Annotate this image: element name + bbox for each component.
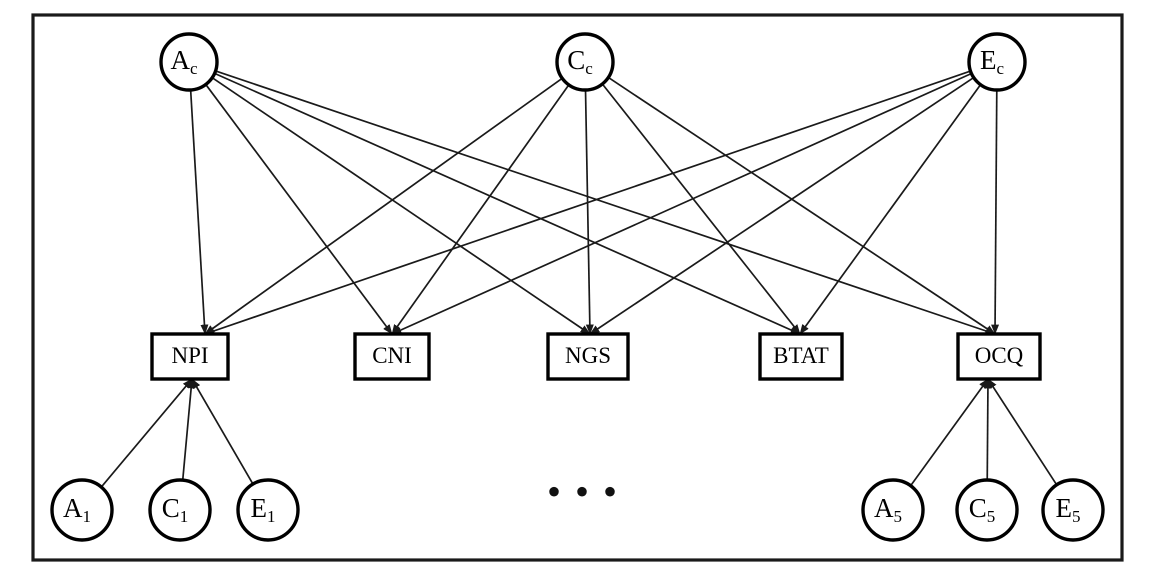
indicator-node-BTAT: BTAT [758,332,844,381]
indicator-box-NGS [546,332,630,381]
specific-factor-edges [100,378,1058,488]
latent-circle-Ec [967,32,1027,92]
indicator-box-BTAT [758,332,844,381]
figure-border [31,13,1124,562]
edge-Ac-to-NPI [189,89,209,335]
latent-node-C1: C1 [148,478,212,542]
common-factor-edges [189,70,1000,335]
edge-Ac-to-BTAT [214,72,801,335]
edge-Ec-to-BTAT [799,84,982,335]
edge-E5-to-OCQ [987,378,1058,486]
edge-Cc-to-CNI [391,84,570,335]
edge-Ec-to-NGS [589,76,975,335]
latent-circle-E5 [1041,478,1105,542]
latent-node-C5: C5 [955,478,1019,542]
latent-node-E5: E5 [1041,478,1105,542]
indicator-box-OCQ [956,332,1042,381]
ellipsis-indicator: • • • [547,469,619,514]
latent-circle-A1 [50,478,114,542]
edge-A5-to-OCQ [909,378,989,487]
latent-node-A1: A1 [50,478,114,542]
indicator-node-NPI: NPI [150,332,230,381]
edge-Ac-to-CNI [205,83,393,335]
edge-Cc-to-OCQ [607,76,996,335]
indicator-node-OCQ: OCQ [956,332,1042,381]
indicator-box-NPI [150,332,230,381]
indicator-node-CNI: CNI [353,332,431,381]
edge-C5-to-OCQ [983,378,992,481]
latent-circle-C5 [955,478,1019,542]
latent-circle-E1 [236,478,300,542]
indicator-box-CNI [353,332,431,381]
indicator-node-NGS: NGS [546,332,630,381]
indicator-label-NGS: NGS [565,343,611,368]
indicator-label-CNI: CNI [372,343,412,368]
latent-circle-A5 [861,478,925,542]
latent-node-A5: A5 [861,478,925,542]
edge-Ec-to-NPI [204,70,971,335]
indicator-label-BTAT: BTAT [773,343,829,368]
edge-Ac-to-OCQ [215,70,996,335]
latent-node-E1: E1 [236,478,300,542]
latent-circle-Ac [159,32,219,92]
edge-Ec-to-OCQ [991,89,1000,335]
latent-node-Ac: Ac [159,32,219,92]
indicator-label-OCQ: OCQ [975,343,1024,368]
latent-node-Cc: Cc [555,32,615,92]
edge-E1-to-NPI [191,378,254,485]
edge-Cc-to-BTAT [601,83,801,335]
latent-circle-Cc [555,32,615,92]
edge-Ec-to-CNI [391,72,972,335]
edge-Cc-to-NPI [204,77,563,335]
edge-C1-to-NPI [181,378,196,481]
latent-circle-C1 [148,478,212,542]
edge-A1-to-NPI [100,378,193,488]
latent-node-Ec: Ec [967,32,1027,92]
indicator-label-NPI: NPI [171,343,208,368]
edge-Ac-to-NGS [211,77,591,335]
edge-Cc-to-NGS [584,89,594,335]
